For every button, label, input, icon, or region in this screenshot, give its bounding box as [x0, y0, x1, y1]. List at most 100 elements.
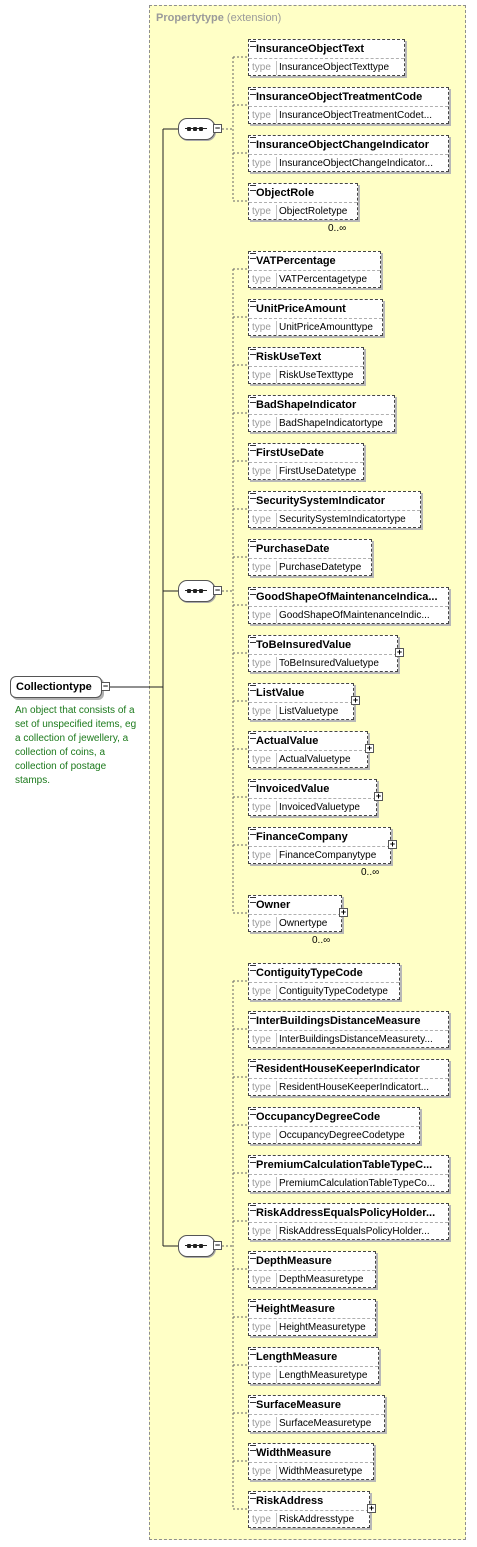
- sequence-compositor-icon[interactable]: [178, 1235, 215, 1257]
- type-label: type: [252, 1130, 271, 1141]
- collapse-icon[interactable]: −: [213, 585, 222, 595]
- element-type-name: InsuranceObjectTexttype: [279, 62, 390, 73]
- type-separator: [276, 1369, 277, 1383]
- type-separator: [276, 205, 277, 219]
- expand-icon[interactable]: +: [339, 907, 348, 917]
- type-separator: [276, 657, 277, 671]
- type-label: type: [252, 850, 271, 861]
- sequence-compositor-icon[interactable]: [178, 580, 215, 602]
- type-label: type: [252, 610, 271, 621]
- type-separator: [276, 849, 277, 863]
- type-label: type: [252, 274, 271, 285]
- element-name: OccupancyDegreeCode: [256, 1111, 381, 1123]
- root-element[interactable]: Collectiontype: [10, 676, 102, 698]
- type-label: type: [252, 918, 271, 929]
- type-label: type: [252, 206, 271, 217]
- type-separator: [276, 465, 277, 479]
- collapse-icon[interactable]: −: [213, 1240, 222, 1250]
- type-separator: [276, 273, 277, 287]
- cardinality-label: 0..∞: [361, 867, 380, 878]
- element-type-name: DepthMeasuretype: [279, 1274, 364, 1285]
- element-icon: [250, 1445, 256, 1451]
- expand-icon[interactable]: +: [374, 791, 383, 801]
- type-label: type: [252, 1514, 271, 1525]
- type-separator: [276, 705, 277, 719]
- element-name: InsuranceObjectChangeIndicator: [256, 139, 429, 151]
- element-name: InvoicedValue: [256, 783, 330, 795]
- element-name: RiskAddressEqualsPolicyHolder...: [256, 1207, 436, 1219]
- element-type-name: ObjectRoletype: [279, 206, 348, 217]
- element-icon: [250, 541, 256, 547]
- type-label: type: [252, 1178, 271, 1189]
- type-separator: [276, 109, 277, 123]
- type-separator: [276, 1273, 277, 1287]
- sequence-compositor-icon[interactable]: [178, 118, 215, 140]
- element-icon: [250, 1013, 256, 1019]
- element-icon: [250, 1397, 256, 1403]
- expand-icon[interactable]: +: [365, 743, 374, 753]
- expand-icon[interactable]: +: [395, 647, 404, 657]
- type-label: type: [252, 110, 271, 121]
- element-name: FinanceCompany: [256, 831, 348, 843]
- element-type-name: ToBeInsuredValuetype: [279, 658, 379, 669]
- element-name: SecuritySystemIndicator: [256, 495, 385, 507]
- collapse-icon[interactable]: −: [101, 681, 110, 691]
- expand-icon[interactable]: +: [388, 839, 397, 849]
- element-type-name: ResidentHouseKeeperIndicatort...: [279, 1082, 430, 1093]
- expand-icon[interactable]: +: [351, 695, 360, 705]
- element-type-name: RiskUseTexttype: [279, 370, 354, 381]
- element-name: WidthMeasure: [256, 1447, 332, 1459]
- element-name: PremiumCalculationTableTypeC...: [256, 1159, 433, 1171]
- element-type-name: SecuritySystemIndicatortype: [279, 514, 406, 525]
- type-separator: [276, 609, 277, 623]
- type-separator: [276, 1129, 277, 1143]
- element-name: GoodShapeOfMaintenanceIndica...: [256, 591, 438, 603]
- type-label: type: [252, 466, 271, 477]
- type-label: type: [252, 986, 271, 997]
- type-separator: [276, 1417, 277, 1431]
- element-name: HeightMeasure: [256, 1303, 335, 1315]
- collapse-icon[interactable]: −: [213, 123, 222, 133]
- extension-title: Propertytype (extension): [156, 12, 281, 24]
- element-icon: [250, 829, 256, 835]
- element-name: SurfaceMeasure: [256, 1399, 341, 1411]
- expand-icon[interactable]: +: [367, 1503, 376, 1513]
